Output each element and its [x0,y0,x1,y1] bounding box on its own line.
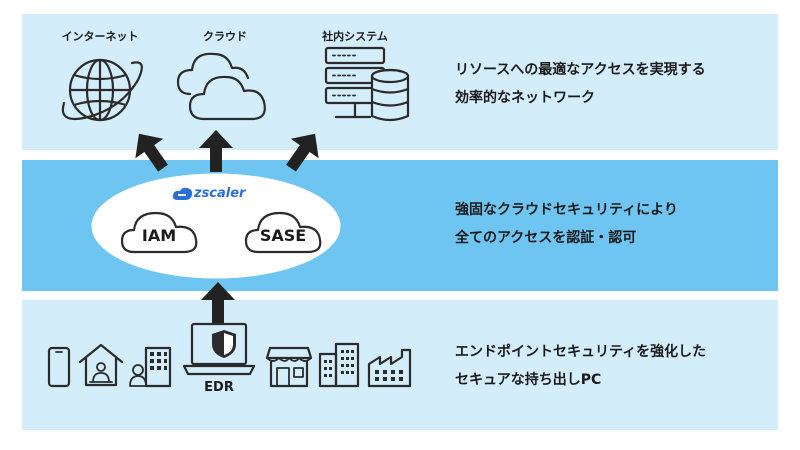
cloud-label: クラウド [203,30,247,43]
zscaler-brand: zscaler [194,186,246,201]
arrow-to-cloud [199,130,233,172]
endpoint-description-line2: セキュアな持ち出しPC [455,372,602,388]
zscaler-logo-icon [172,187,193,200]
cloud-security-description-line2: 全てのアクセスを認証・認可 [455,230,637,246]
iam-label: IAM [141,226,177,245]
endpoint-description-line1: エンドポイントセキュリティを強化した [455,344,707,360]
smartphone-icon [47,346,71,388]
network-description: リソースへの最適なアクセスを実現する 効率的なネットワーク [455,56,706,112]
server-database-icon [324,46,410,122]
iam-cloud-icon [120,211,198,254]
cloud-security-description-line1: 強固なクラウドセキュリティにより [455,202,678,218]
globe-icon [61,58,143,122]
sase-cloud-icon [244,211,322,254]
sase-label: SASE [259,226,307,245]
cloud-security-description: 強固なクラウドセキュリティにより 全てのアクセスを認証・認可 [455,196,678,252]
home-worker-icon [78,343,124,387]
arrow-to-internal-system [286,133,319,172]
arrow-from-endpoint [201,282,235,324]
buildings-icon [318,342,360,388]
endpoint-description: エンドポイントセキュリティを強化した セキュアな持ち出しPC [455,338,706,394]
internal-system-label: 社内システム [322,30,388,43]
cloud-icon [176,52,266,121]
internet-label: インターネット [61,30,139,43]
band-endpoint [22,300,778,430]
arrow-to-internet [135,133,168,172]
office-worker-icon [129,346,172,388]
edr-label: EDR [204,380,234,395]
network-description-line2: 効率的なネットワーク [455,90,595,106]
network-description-line1: リソースへの最適なアクセスを実現する [455,62,706,78]
store-icon [265,346,313,388]
factory-icon [367,348,412,388]
laptop-shield-icon [182,322,256,376]
